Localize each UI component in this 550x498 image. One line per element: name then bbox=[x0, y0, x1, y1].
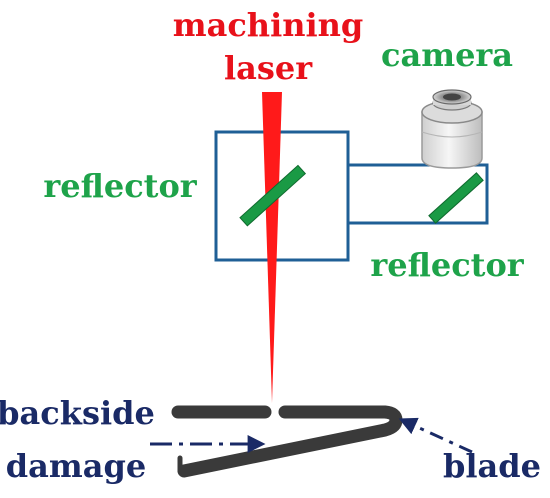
backside-damage-label-line2: damage bbox=[6, 447, 146, 485]
camera-icon bbox=[421, 89, 483, 169]
reflector-plate-main bbox=[239, 164, 307, 227]
blade-label: blade bbox=[443, 447, 541, 485]
laser-beam bbox=[262, 92, 282, 403]
reflector-left-label: reflector bbox=[43, 167, 197, 205]
optics-frame-loop bbox=[348, 163, 489, 225]
blade-arrow bbox=[398, 417, 473, 454]
backside-damage-label-line1: backside bbox=[0, 394, 155, 432]
camera-label: camera bbox=[381, 36, 513, 74]
laser-label-line2: laser bbox=[224, 49, 313, 87]
blade-shape bbox=[171, 405, 403, 478]
reflector-right-label: reflector bbox=[370, 246, 524, 284]
optics-frame-box bbox=[214, 130, 350, 262]
laser-label-line1: machining bbox=[173, 6, 364, 44]
reflector-plate-side bbox=[428, 172, 484, 224]
